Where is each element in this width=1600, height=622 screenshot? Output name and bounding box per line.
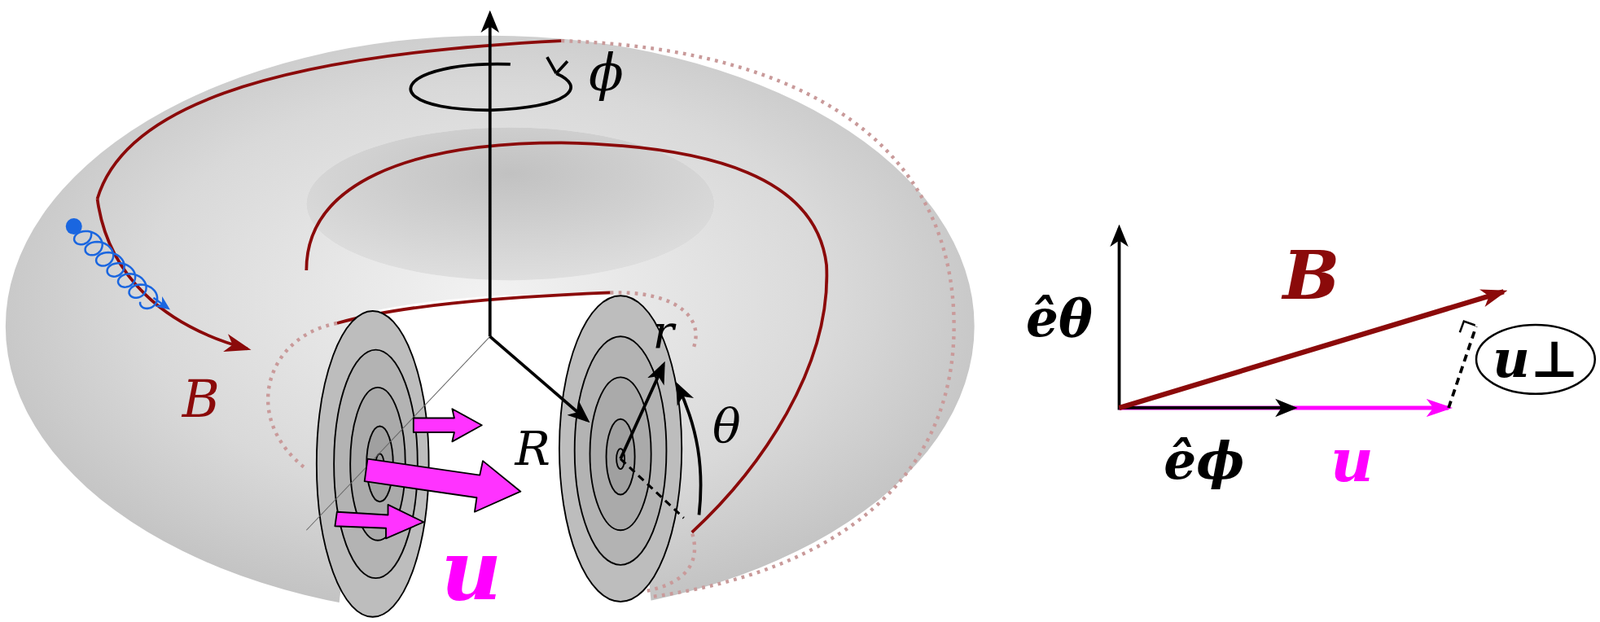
flow-label: u <box>441 529 503 614</box>
particle-dot <box>65 218 83 235</box>
ellipse-node: u⊥ <box>1474 323 1597 396</box>
unit-vector-label: êϕ <box>1163 435 1245 487</box>
minor-radius-label: r <box>652 310 674 356</box>
perpendicular-flow-label: u⊥ <box>1492 333 1579 386</box>
helix-arrow <box>153 298 168 309</box>
field-label: B <box>182 374 220 426</box>
major-radius-label: R <box>515 425 551 474</box>
gyration-helix <box>74 231 158 309</box>
poloidal-angle-label: θ <box>712 403 741 451</box>
phi-label: ϕ <box>588 48 624 100</box>
flow-vector-label: u <box>1330 431 1374 491</box>
unit-vector-label: êθ <box>1025 293 1093 345</box>
field-vector-label: B <box>1282 241 1340 310</box>
